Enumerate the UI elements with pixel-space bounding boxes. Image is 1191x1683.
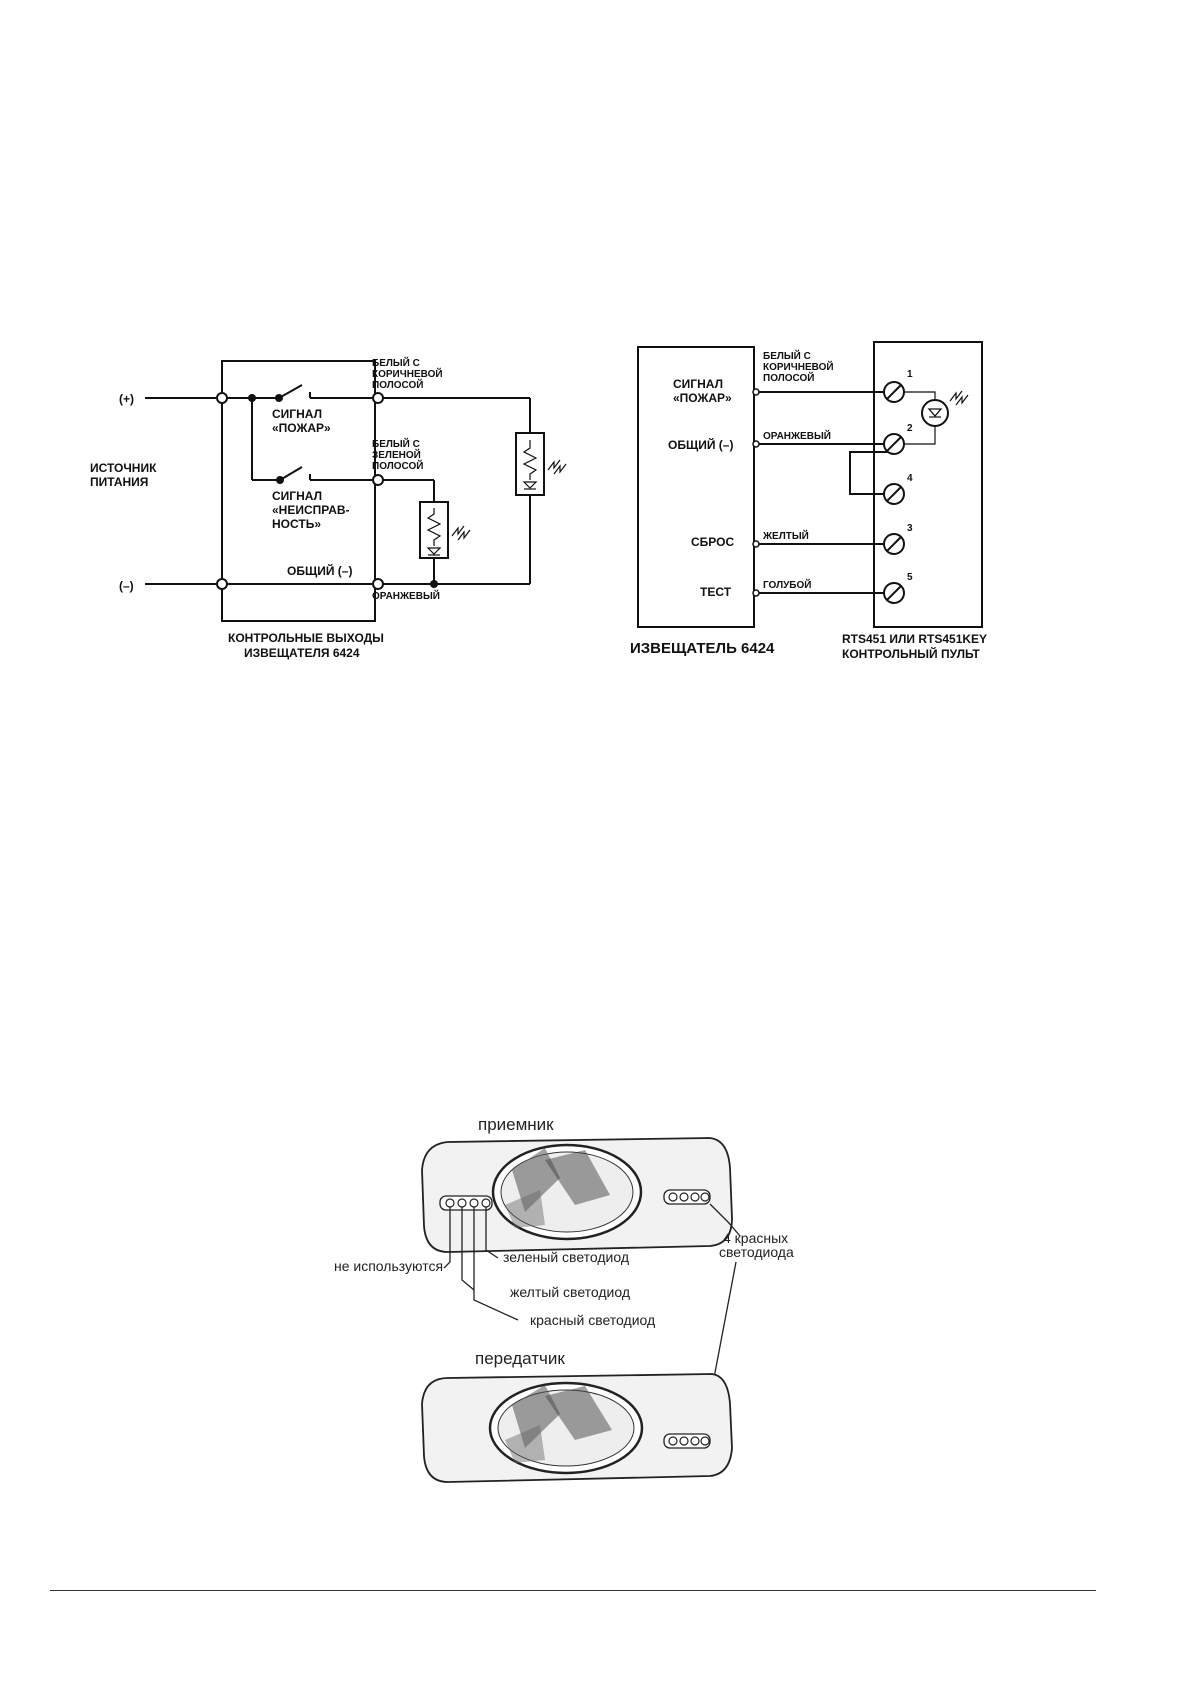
right-common-label: ОБЩИЙ (–): [668, 437, 733, 452]
minus-input-terminal: [216, 578, 228, 590]
receiver-red-leds: [663, 1189, 711, 1205]
terminal-number-1: 1: [907, 369, 913, 380]
right-test-label: ТЕСТ: [700, 585, 732, 599]
left-wiring-diagram: (+) (–): [90, 356, 567, 660]
right-wire-yellow: ЖЕЛТЫЙ: [762, 529, 809, 542]
source-label-line1: ИСТОЧНИК: [90, 461, 157, 475]
right-caption-panel-2: КОНТРОЛЬНЫЙ ПУЛЬТ: [842, 646, 980, 661]
screw-terminal-5: [883, 582, 905, 604]
green-led-label: зеленый светодиод: [503, 1249, 629, 1265]
transmitter-body: [421, 1373, 733, 1483]
terminal-number-5: 5: [907, 572, 913, 583]
wire-green-label-1: БЕЛЫЙ С: [372, 437, 420, 450]
red-leds-label-1: 4 красных: [723, 1230, 788, 1246]
right-reset-label: СБРОС: [691, 535, 734, 549]
right-caption-panel-1: RTS451 ИЛИ RTS451KEY: [842, 632, 987, 646]
fire-signal-label-1: СИГНАЛ: [272, 407, 322, 421]
fire-switch-blade: [278, 384, 303, 399]
source-label-line2: ПИТАНИЯ: [90, 475, 148, 489]
fault-lightning-icon: [451, 525, 471, 541]
panel-led-icon: [921, 399, 949, 427]
panel-led-wire-top: [904, 391, 936, 400]
not-used-label: не используются: [334, 1258, 443, 1274]
wire-brown-label-2: КОРИЧНЕВОЙ: [372, 367, 443, 380]
right-fire-signal-1: СИГНАЛ: [673, 377, 723, 391]
fault-signal-label-1: СИГНАЛ: [272, 489, 322, 503]
right-common-terminal: [752, 440, 760, 448]
screw-terminal-3: [883, 533, 905, 555]
common-output-terminal: [372, 578, 384, 590]
common-label: ОБЩИЙ (–): [287, 563, 352, 578]
fault-signal-label-2: «НЕИСПРАВ-: [272, 503, 350, 517]
receiver-body: [421, 1137, 733, 1253]
wire-green-label-2: ЗЕЛЕНОЙ: [372, 448, 421, 461]
wire-brown-label-3: ПОЛОСОЙ: [372, 378, 423, 391]
fault-loop-device: [419, 501, 449, 559]
right-test-terminal: [752, 589, 760, 597]
fault-signal-label-3: НОСТЬ»: [272, 517, 321, 531]
fire-loop-device: [515, 432, 545, 496]
jumper-2-to-4: [849, 451, 896, 495]
right-wire-brown-3: ПОЛОСОЙ: [763, 371, 814, 384]
right-fire-terminal: [752, 388, 760, 396]
transmitter-label: передатчик: [475, 1349, 565, 1368]
screw-terminal-4: [883, 483, 905, 505]
plus-terminal-label: (+): [119, 392, 134, 406]
right-wire-orange: ОРАНЖЕВЫЙ: [763, 429, 831, 442]
fault-switch-blade: [279, 466, 303, 481]
fire-lightning-icon: [547, 459, 567, 475]
right-caption-detector: ИЗВЕЩАТЕЛЬ 6424: [630, 640, 775, 657]
fire-output-terminal: [372, 392, 384, 404]
right-wire-brown-2: КОРИЧНЕВОЙ: [763, 360, 834, 373]
terminal-number-3: 3: [907, 523, 913, 534]
left-caption-line2: ИЗВЕЩАТЕЛЯ 6424: [244, 646, 360, 660]
terminal-number-2: 2: [907, 423, 913, 434]
minus-terminal-label: (–): [119, 579, 134, 593]
receiver-label: приемник: [478, 1115, 554, 1134]
detector-box-left: [221, 360, 376, 622]
red-leds-label-2: светодиода: [719, 1244, 794, 1260]
screw-terminal-1: [883, 381, 905, 403]
right-reset-terminal: [752, 540, 760, 548]
fire-signal-label-2: «ПОЖАР»: [272, 421, 331, 435]
panel-led-wire-bottom: [904, 426, 936, 445]
wire-brown-label-1: БЕЛЫЙ С: [372, 356, 420, 369]
terminal-number-4: 4: [907, 473, 913, 484]
screw-terminal-2: [883, 433, 905, 455]
red-led-label: красный светодиод: [530, 1312, 655, 1328]
panel-lightning-icon: [949, 390, 969, 406]
yellow-led-label: желтый светодиод: [510, 1284, 630, 1300]
common-junction-dot: [430, 580, 438, 588]
footer-divider: [50, 1590, 1096, 1591]
control-panel-box: [873, 341, 983, 628]
wire-green-label-3: ПОЛОСОЙ: [372, 459, 423, 472]
fault-output-terminal: [372, 474, 384, 486]
right-wire-brown-1: БЕЛЫЙ С: [763, 349, 811, 362]
transmitter-red-leds: [663, 1433, 711, 1449]
right-fire-signal-2: «ПОЖАР»: [673, 391, 732, 405]
plus-input-terminal: [216, 392, 228, 404]
device-figure: приемник: [334, 1115, 794, 1483]
right-wire-blue: ГОЛУБОЙ: [763, 578, 811, 591]
detector-box-right: [637, 346, 755, 628]
right-wiring-diagram: СИГНАЛ «ПОЖАР» ОБЩИЙ (–) СБРОС ТЕСТ: [630, 341, 987, 661]
wire-orange-label: ОРАНЖЕВЫЙ: [372, 589, 440, 602]
left-caption-line1: КОНТРОЛЬНЫЕ ВЫХОДЫ: [228, 631, 384, 645]
receiver-status-leds: [439, 1195, 493, 1211]
